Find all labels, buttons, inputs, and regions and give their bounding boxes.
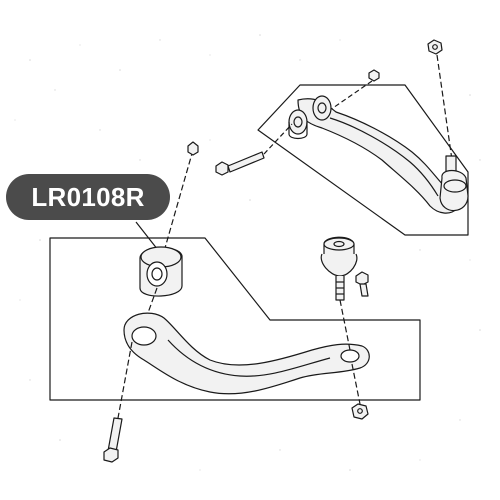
upper-nut-icon	[427, 39, 443, 55]
lower-ball-joint	[320, 236, 358, 301]
upper-assembly	[215, 39, 469, 236]
background-speckle	[14, 34, 481, 471]
upper-panel-outline	[257, 84, 469, 236]
lower-top-bolt-axis	[164, 149, 194, 249]
pinch-bolt-icon	[355, 271, 369, 297]
upper-nut-axis	[436, 54, 453, 161]
lower-assembly	[49, 141, 421, 463]
lower-control-arm	[123, 312, 370, 395]
lower-arm-ball-socket	[340, 349, 360, 363]
lower-nut-axis	[351, 363, 361, 405]
part-number-badge: LR0108R	[6, 174, 170, 220]
label-leader-line	[135, 221, 159, 251]
lower-panel-outline	[49, 237, 421, 401]
lower-arm-eye	[131, 326, 157, 346]
part-number-text: LR0108R	[31, 182, 145, 212]
upper-ball-joint	[439, 155, 469, 212]
lower-top-bolt-icon	[187, 141, 199, 156]
lower-bolt-axis	[117, 341, 133, 419]
ball-joint-axis	[339, 299, 351, 351]
lower-arm-rib	[167, 339, 331, 377]
upper-bolt-icon	[215, 151, 265, 176]
upper-control-arm	[297, 98, 459, 214]
upper-bolt-axis	[263, 123, 293, 155]
lower-nut-icon	[351, 403, 369, 420]
upper-small-nut-icon	[368, 69, 380, 82]
lower-bushing-lr0108r	[139, 246, 183, 297]
upper-bushing	[288, 95, 332, 140]
upper-small-nut-axis	[329, 80, 373, 111]
lower-bolt-icon	[103, 417, 123, 463]
upper-arm-inner-rib	[329, 117, 439, 197]
